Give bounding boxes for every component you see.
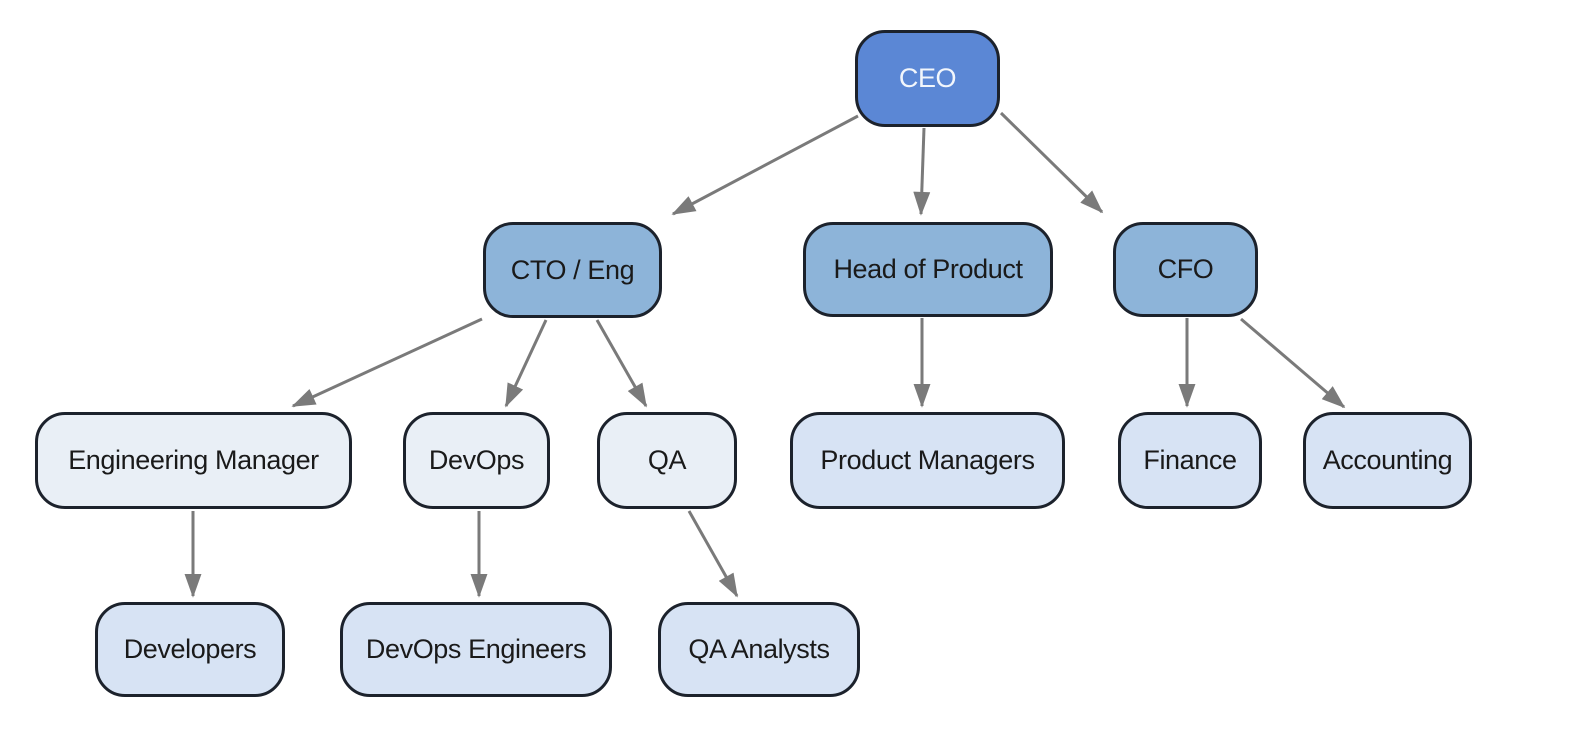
node-devops: DevOps <box>403 412 550 509</box>
node-accounting-label: Accounting <box>1322 445 1453 475</box>
node-head-of-product-label: Head of Product <box>833 254 1023 284</box>
node-engineering-manager-label: Engineering Manager <box>68 445 319 475</box>
node-qa: QA <box>597 412 737 509</box>
node-product-managers-label: Product Managers <box>820 445 1035 475</box>
node-devops-engineers-label: DevOps Engineers <box>365 634 587 664</box>
node-developers: Developers <box>95 602 285 697</box>
arrow-cto-to-devops <box>504 319 548 408</box>
node-accounting: Accounting <box>1303 412 1472 509</box>
node-developers-label: Developers <box>123 634 257 664</box>
arrow-ceo-to-head-of-product <box>913 127 931 216</box>
node-cto-eng: CTO / Eng <box>483 222 662 318</box>
arrow-ceo-to-cto <box>671 114 859 216</box>
node-ceo: CEO <box>855 30 1000 127</box>
node-cto-eng-label: CTO / Eng <box>510 254 635 285</box>
arrow-qa-to-qa-analysts <box>687 510 739 598</box>
arrow-cfo-to-accounting <box>1240 317 1346 409</box>
node-cfo: CFO <box>1113 222 1258 317</box>
node-product-managers: Product Managers <box>790 412 1065 509</box>
node-ceo-label: CEO <box>898 63 957 93</box>
arrow-cto-to-engineering-manager <box>291 317 483 408</box>
node-cfo-label: CFO <box>1157 254 1214 284</box>
node-devops-label: DevOps <box>428 445 525 475</box>
node-qa-analysts-label: QA Analysts <box>688 634 830 664</box>
node-engineering-manager: Engineering Manager <box>35 412 352 509</box>
node-qa-analysts: QA Analysts <box>658 602 860 697</box>
node-finance: Finance <box>1118 412 1262 509</box>
arrow-cto-to-qa <box>595 319 648 408</box>
arrow-ceo-to-cfo <box>999 111 1104 214</box>
node-devops-engineers: DevOps Engineers <box>340 602 612 697</box>
node-qa-label: QA <box>647 445 687 475</box>
node-head-of-product: Head of Product <box>803 222 1053 317</box>
node-finance-label: Finance <box>1143 445 1237 475</box>
